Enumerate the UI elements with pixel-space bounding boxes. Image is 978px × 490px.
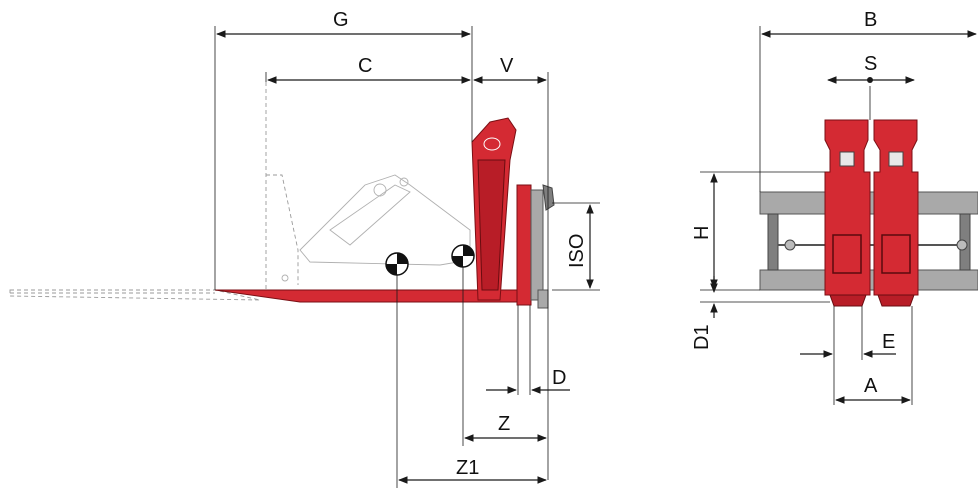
fork-blade: [214, 289, 521, 303]
dim-label-g: G: [333, 9, 349, 31]
attachment-upright: [471, 117, 555, 309]
dim-label-c: C: [358, 55, 372, 77]
dim-label-b: B: [864, 9, 877, 31]
dim-label-a: A: [864, 375, 878, 397]
dim-label-iso: ISO: [566, 234, 588, 268]
dim-label-d1: D1: [691, 324, 713, 350]
fork-front-left: [824, 119, 871, 307]
center-of-gravity-icon: [451, 244, 475, 268]
dim-label-d: D: [552, 367, 566, 389]
dim-label-e: E: [882, 331, 895, 353]
ghost-fork-extension: [9, 289, 261, 301]
dim-label-v: V: [500, 55, 514, 77]
center-of-gravity-icon: [385, 252, 409, 276]
dim-label-z: Z: [498, 413, 510, 435]
dim-label-z1: Z1: [456, 457, 479, 479]
ghost-load-outline: [265, 82, 471, 290]
dim-label-s: S: [864, 53, 877, 75]
fork-front-right: [873, 119, 919, 307]
front-view: B S H D1 E A: [691, 9, 978, 405]
side-view: G C V ISO D Z Z1: [9, 9, 600, 488]
dim-label-h: H: [691, 226, 713, 240]
